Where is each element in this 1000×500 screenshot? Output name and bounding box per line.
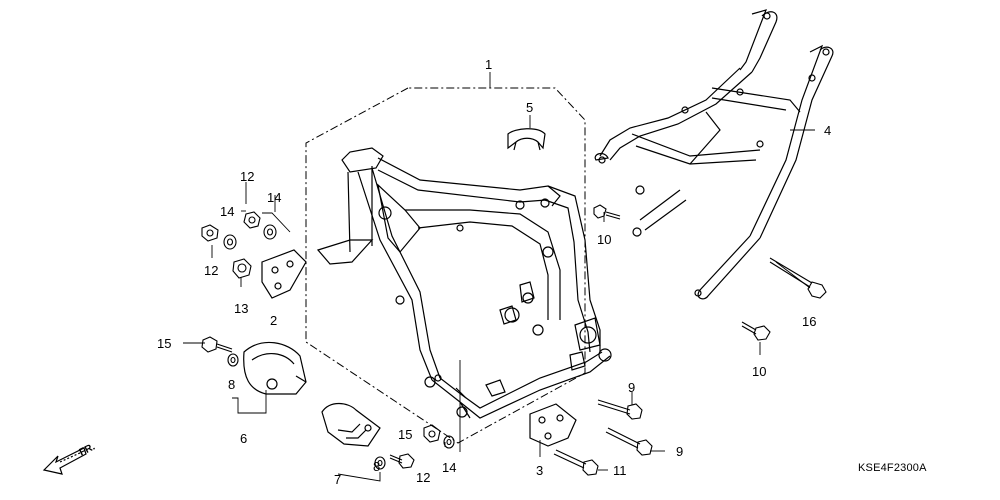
callout-8-lower: 8 — [373, 459, 381, 474]
callout-12-left: 12 — [204, 263, 219, 278]
main-frame — [316, 147, 612, 419]
callout-11: 11 — [613, 463, 627, 478]
part-7-guard — [321, 402, 381, 447]
part-12-nut-upper — [243, 211, 261, 229]
part-3-bracket — [529, 403, 577, 447]
part-2-bracket — [261, 249, 307, 299]
callout-10-upper: 10 — [597, 232, 612, 247]
callout-12-lower: 12 — [416, 470, 431, 485]
callout-5: 5 — [526, 100, 534, 115]
callout-15-lower: 15 — [398, 427, 413, 442]
bolt-10-lower — [741, 321, 771, 341]
callout-9-upper: 9 — [628, 380, 636, 395]
callout-4: 4 — [824, 123, 832, 138]
callout-9-lower: 9 — [676, 444, 684, 459]
part-14-collar-left — [223, 234, 237, 250]
part-9-bolt-lower — [605, 427, 653, 456]
diagram-code: KSE4F2300A — [858, 462, 927, 474]
direction-arrow — [42, 447, 87, 475]
bolt-10-upper — [593, 204, 621, 220]
leader-lines — [183, 72, 815, 482]
bolt-16 — [769, 257, 827, 299]
part-13-nut — [232, 258, 252, 279]
part-6-guard — [243, 341, 307, 395]
part-12-nut-left — [201, 224, 219, 242]
callout-1: 1 — [485, 57, 493, 72]
part-12-nut-lower — [423, 424, 441, 443]
part-9-bolt-upper — [597, 399, 643, 420]
callout-14-upper-right: 14 — [267, 190, 282, 205]
sub-frame — [594, 9, 834, 300]
part-5-clip — [507, 128, 546, 151]
part-11-bolt — [553, 449, 599, 476]
callout-12-upper: 12 — [240, 169, 255, 184]
main-frame-boundary — [305, 87, 586, 444]
part-8-collar-lower — [374, 456, 386, 470]
callout-10-lower: 10 — [752, 364, 767, 379]
callout-15-left: 15 — [157, 336, 172, 351]
callout-16: 16 — [802, 314, 817, 329]
callout-3: 3 — [536, 463, 544, 478]
part-8-collar-left — [227, 353, 239, 367]
callout-2: 2 — [270, 313, 278, 328]
part-15-bolt-left — [201, 336, 233, 353]
callout-13: 13 — [234, 301, 249, 316]
part-15-bolt-lower — [389, 453, 415, 469]
callout-14-upper-left: 14 — [220, 204, 235, 219]
part-14-collar-upper — [263, 224, 277, 240]
callout-8-left: 8 — [228, 377, 236, 392]
callout-14-lower: 14 — [442, 460, 457, 475]
part-14-collar-lower — [443, 435, 455, 449]
callout-7: 7 — [334, 472, 342, 487]
callout-6: 6 — [240, 431, 248, 446]
